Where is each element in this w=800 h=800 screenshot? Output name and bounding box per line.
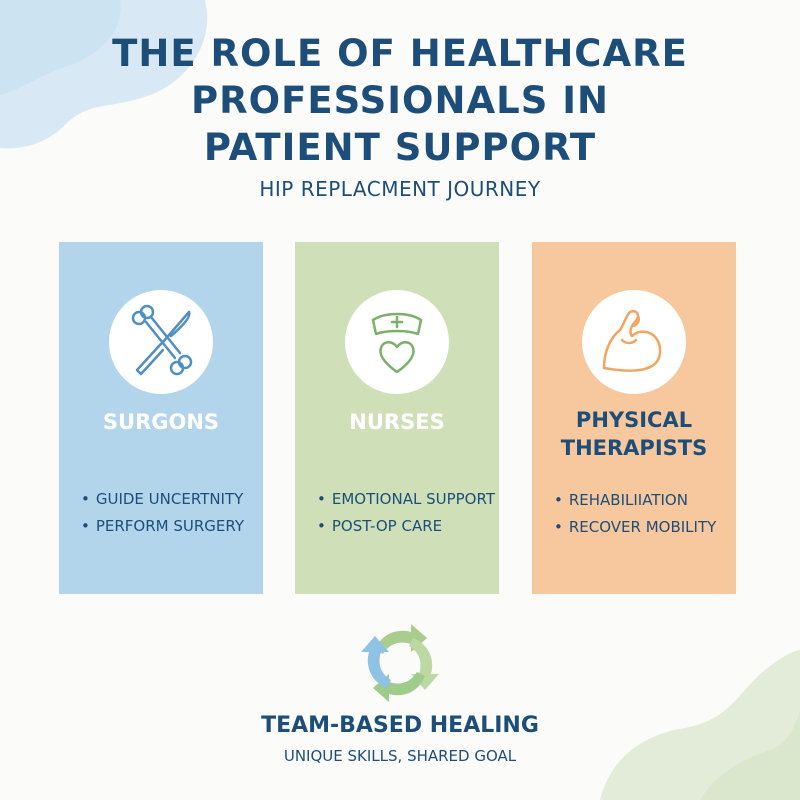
list-item: POST-OP CARE [317,513,493,540]
card-title-line-1: PHYSICAL [575,408,693,432]
bone-scalpel-icon [131,304,193,376]
list-item: GUIDE UNCERTNITY [81,486,257,513]
icon-circle [582,290,686,394]
card-list: REHABILIIATION RECOVER MOBILITY [554,487,730,541]
list-item: REHABILIIATION [554,487,730,514]
footer-subtitle: UNIQUE SKILLS, SHARED GOAL [283,747,517,765]
card-title: NURSES [349,410,445,434]
title-line-1: THE ROLE OF HEALTHCARE [112,32,688,75]
card-title: SURGONS [102,410,220,434]
list-item: RECOVER MOBILITY [554,514,730,541]
page-title: THE ROLE OF HEALTHCARE PROFESSIONALS IN … [0,30,800,171]
card-nurses: NURSES EMOTIONAL SUPPORT POST-OP CARE [295,242,499,594]
cycle-arrows-icon [361,624,439,702]
card-surgeons: SURGONS GUIDE UNCERTNITY PERFORM SURGERY [59,242,263,594]
card-physical-therapists: PHYSICAL THERAPISTS REHABILIIATION RECOV… [532,242,736,594]
card-title-line-2: THERAPISTS [560,436,708,460]
list-item: EMOTIONAL SUPPORT [317,486,495,513]
card-list: GUIDE UNCERTNITY PERFORM SURGERY [81,486,257,540]
list-item: PERFORM SURGERY [81,513,257,540]
card-title: PHYSICAL THERAPISTS [532,406,736,462]
card-list: EMOTIONAL SUPPORT POST-OP CARE [317,486,495,540]
flexed-arm-icon [602,309,662,372]
title-line-3: PATIENT SUPPORT [203,126,597,169]
title-line-2: PROFESSIONALS IN [191,79,609,122]
footer-title: TEAM-BASED HEALING [261,713,539,738]
page-subtitle: HIP REPLACMENT JOURNEY [259,177,541,201]
nurse-cap-heart-icon [371,312,423,374]
icon-circle [345,290,449,394]
icon-circle [109,290,213,394]
